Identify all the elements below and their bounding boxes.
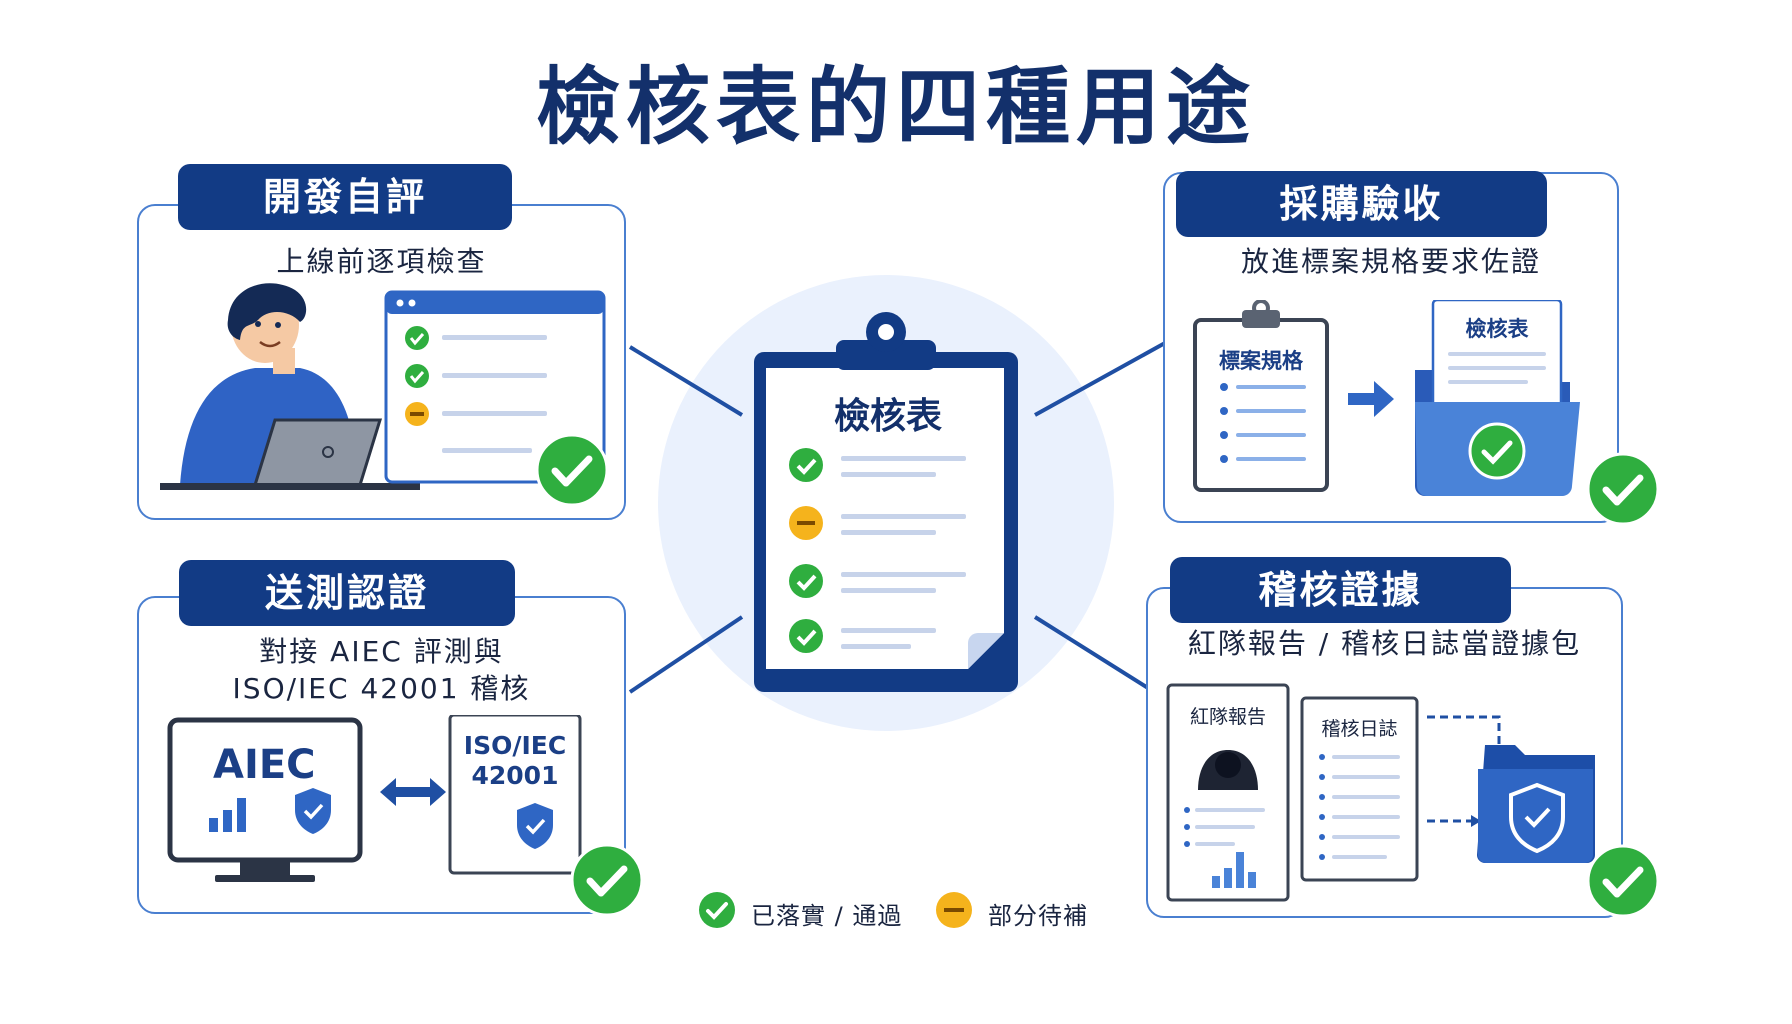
redteam-report-icon [1166,683,1290,902]
redteam-report-label: 紅隊報告 [1189,706,1266,728]
card-subtitle-dev: 上線前逐項檢查 [276,245,487,278]
aiec-label: AIEC [213,742,316,788]
card-tab-dev: 開發自評 [178,164,512,230]
card-tab-procure: 採購驗收 [1176,171,1547,237]
legend-done-label: 已落實 / 通過 [751,902,903,930]
connector-audit [1033,615,1150,690]
audit-check-badge-icon [1586,844,1660,918]
legend-check-circle-icon [699,892,735,928]
connector-procure [1034,341,1166,417]
legend-partial-label: 部分待補 [988,902,1088,930]
card-subtitle-cert-line1: 對接 AIEC 評測與 [259,635,504,668]
card-subtitle-audit: 紅隊報告 / 稽核日誌當證據包 [1187,627,1582,660]
double-arrow-icon [380,778,446,806]
iso-document-icon [448,715,582,875]
audit-log-icon [1300,696,1419,882]
checklist-window-icon [384,290,606,484]
folder-icon [1415,300,1580,496]
laptop-icon [160,418,420,490]
central-checklist-clipboard [754,312,1018,692]
central-checklist-label: 檢核表 [833,396,942,437]
central-item-3-done [789,564,966,598]
card-subtitle-procure: 放進標案規格要求佐證 [1240,245,1541,278]
connector-cert [628,615,744,694]
evidence-folder-icon [1477,745,1595,863]
card-tab-cert: 送測認證 [179,560,515,626]
spec-doc-label: 標案規格 [1219,349,1303,373]
connector-dev [628,345,744,417]
central-item-4-done [789,619,936,653]
dev-illustration [160,283,606,490]
central-item-2-partial [789,506,966,540]
page-title: 檢核表的四種用途 [535,58,1256,156]
cert-illustration [167,715,582,882]
central-item-1-done [789,448,966,482]
procure-illustration [1193,300,1580,496]
arrow-right-icon [1348,381,1394,417]
iso-label-line2: 42001 [471,761,559,790]
dev-check-badge-icon [535,433,609,507]
audit-illustration [1166,683,1595,902]
legend-minus-circle-icon [936,892,972,928]
iso-label-line1: ISO/IEC [463,731,567,760]
audit-log-label: 稽核日誌 [1321,718,1398,740]
card-tab-audit: 稽核證據 [1170,557,1511,623]
spec-clipboard-icon [1193,300,1329,492]
monitor-icon [167,717,363,882]
checklist-paper-label: 檢核表 [1465,317,1529,341]
cert-check-badge-icon [570,843,644,917]
procure-check-badge-icon [1586,452,1660,526]
card-subtitle-cert-line2: ISO/IEC 42001 稽核 [232,672,531,705]
